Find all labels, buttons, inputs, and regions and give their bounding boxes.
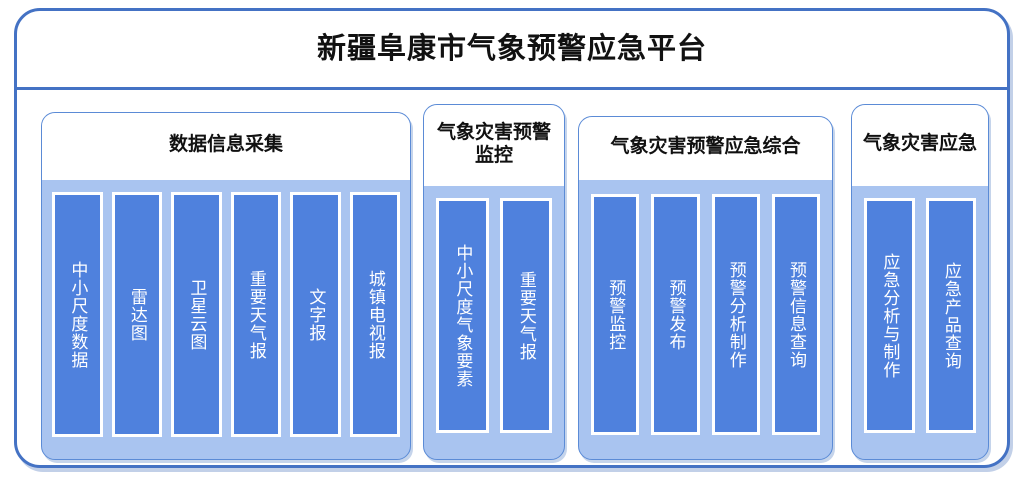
item-label: 中小尺度数据: [68, 260, 88, 369]
item-label: 应急分析与制作: [880, 252, 900, 379]
item-box[interactable]: 文字报: [290, 192, 341, 437]
item-label: 预警分析制作: [726, 260, 746, 369]
group-header: 气象灾害预警监控: [424, 105, 564, 186]
group-body: 预警监控 预警发布 预警分析制作 预警信息查询: [579, 180, 832, 459]
item-box[interactable]: 预警发布: [651, 194, 700, 435]
item-label: 重要天气报: [516, 270, 536, 361]
item-label: 重要天气报: [246, 269, 266, 360]
item-label: 中小尺度气象要素: [453, 243, 473, 388]
item-box[interactable]: 重要天气报: [230, 192, 281, 437]
group-body: 中小尺度气象要素 重要天气报: [424, 186, 564, 459]
item-box[interactable]: 应急产品查询: [925, 198, 976, 433]
platform-title-band: 新疆阜康市气象预警应急平台: [17, 11, 1007, 90]
item-box[interactable]: 应急分析与制作: [864, 198, 915, 433]
item-label: 预警信息查询: [787, 260, 807, 369]
group-header: 数据信息采集: [42, 113, 410, 180]
group-header: 气象灾害预警应急综合: [579, 117, 832, 180]
group-body: 中小尺度数据 雷达图 卫星云图 重要天气报 文字报 城镇电视: [42, 180, 410, 459]
item-box[interactable]: 卫星云图: [171, 192, 222, 437]
item-label: 城镇电视报: [365, 269, 385, 360]
platform-frame: 新疆阜康市气象预警应急平台 数据信息采集 中小尺度数据 雷达图 卫星云图: [14, 8, 1010, 468]
group-header: 气象灾害应急: [852, 105, 988, 186]
groups-row: 数据信息采集 中小尺度数据 雷达图 卫星云图 重要天气报: [17, 90, 1007, 465]
item-box[interactable]: 城镇电视报: [349, 192, 400, 437]
item-box[interactable]: 预警信息查询: [771, 194, 820, 435]
group-body: 应急分析与制作 应急产品查询: [852, 186, 988, 459]
item-box[interactable]: 雷达图: [111, 192, 162, 437]
item-label: 应急产品查询: [941, 261, 961, 370]
item-box[interactable]: 预警分析制作: [711, 194, 760, 435]
group-title: 气象灾害预警应急综合: [610, 136, 801, 158]
group-title: 气象灾害应急: [862, 133, 977, 155]
item-label: 文字报: [306, 287, 326, 342]
group-title: 数据信息采集: [168, 134, 283, 156]
group-disaster-warning-monitoring[interactable]: 气象灾害预警监控 中小尺度气象要素 重要天气报: [423, 104, 565, 460]
item-box[interactable]: 中小尺度数据: [52, 192, 103, 437]
item-label: 预警发布: [666, 278, 686, 351]
item-box[interactable]: 中小尺度气象要素: [436, 198, 489, 433]
item-box[interactable]: 重要天气报: [499, 198, 552, 433]
group-data-collection[interactable]: 数据信息采集 中小尺度数据 雷达图 卫星云图 重要天气报: [41, 112, 411, 460]
item-label: 预警监控: [606, 278, 626, 351]
group-disaster-emergency[interactable]: 气象灾害应急 应急分析与制作 应急产品查询: [851, 104, 989, 460]
page-title: 新疆阜康市气象预警应急平台: [316, 32, 707, 65]
item-box[interactable]: 预警监控: [591, 194, 640, 435]
group-warning-emergency-integrated[interactable]: 气象灾害预警应急综合 预警监控 预警发布 预警分析制作 预警信息查询: [578, 116, 833, 460]
item-label: 雷达图: [127, 287, 147, 342]
group-title: 气象灾害预警监控: [436, 122, 551, 166]
item-label: 卫星云图: [187, 278, 207, 351]
